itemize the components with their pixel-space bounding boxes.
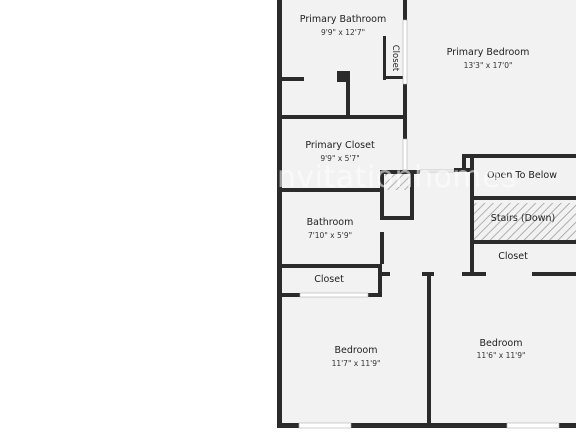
room-bedroom-right-dims: 11'6" x 11'9" [476, 351, 526, 360]
room-primary-bathroom-name: Primary Bathroom [299, 14, 387, 25]
room-primary-bedroom-name: Primary Bedroom [446, 47, 530, 58]
room-primary-closet-name: Primary Closet [305, 140, 375, 151]
room-open-to-below-name: Open To Below [487, 170, 557, 181]
room-primary-closet-dims: 9'9" x 5'7" [320, 154, 360, 163]
stairs-hatch [473, 203, 576, 240]
room-bathroom-dims: 7'10" x 5'9" [307, 231, 353, 240]
walls [277, 0, 576, 428]
room-closet-upper-name: Closet [390, 44, 400, 72]
windows [298, 19, 560, 429]
room-primary-bathroom-dims: 9'9" x 12'7" [320, 28, 366, 37]
room-bedroom-left-name: Bedroom [334, 345, 378, 356]
room-primary-bedroom-dims: 13'3" x 17'0" [463, 61, 513, 70]
room-bedroom-left-dims: 11'7" x 11'9" [331, 359, 381, 368]
room-closet-right-name: Closet [498, 251, 528, 262]
room-stairs-name: Stairs (Down) [490, 213, 556, 224]
room-closet-left-name: Closet [314, 274, 344, 285]
watermark: invitationhomes [268, 160, 518, 195]
landing-hatch [385, 174, 411, 190]
room-bathroom-name: Bathroom [306, 217, 354, 228]
room-bedroom-right-name: Bedroom [479, 338, 523, 349]
